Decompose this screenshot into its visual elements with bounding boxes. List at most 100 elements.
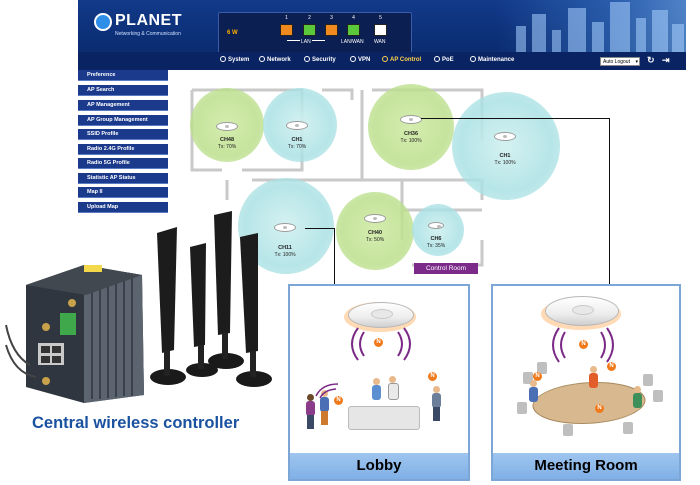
ap-coverage-ch36 [368,84,454,170]
nav-system-label: System [228,57,250,63]
sidebar-item-map[interactable]: Map II [78,187,168,198]
logout-icon[interactable]: ⇥ [662,55,670,65]
port-1-icon[interactable] [280,24,293,36]
gear-icon [220,56,226,62]
nav-vpn-label: VPN [358,57,371,63]
sidebar-item-upload-map[interactable]: Upload Map [78,202,168,213]
nav-network[interactable]: Network [259,56,291,63]
port-5-number: 5 [379,15,382,21]
chair-icon [523,372,533,384]
wifi-waves-icon [552,327,614,363]
logo-word: PLANET [115,12,182,29]
sidebar-item-preference[interactable]: Preference [78,70,168,81]
sidebar-item-radio-24g[interactable]: Radio 2.4G Profile [78,144,168,155]
wifi-icon [382,56,388,62]
chair-icon [653,390,663,402]
ap-device-icon[interactable] [286,121,308,130]
ap-device-icon[interactable] [364,214,386,223]
ap-device-icon[interactable] [216,122,238,131]
n-badge-icon: N [533,372,542,381]
nav-ap-control[interactable]: AP Control [382,56,421,63]
ap-device-icon[interactable] [274,223,296,232]
chair-icon [643,374,653,386]
ap-name-ch11: CH11 [278,245,292,251]
ap-name-ch1-a: CH1 [291,137,303,143]
ap-name-ch6: CH6 [430,236,442,242]
chair-icon [563,424,573,436]
port-2-number: 2 [308,15,311,21]
port-4-number: 4 [352,15,355,21]
nav-security[interactable]: Security [304,56,336,63]
meeting-room-title: Meeting Room [493,453,679,479]
wifi-waves-icon [351,327,411,361]
port-4-icon[interactable] [347,24,360,36]
n-badge-icon: N [595,404,604,413]
nav-poe[interactable]: PoE [434,56,454,63]
header-banner-image [496,0,686,52]
port-5-icon[interactable] [374,24,387,36]
port-2-icon[interactable] [303,24,316,36]
nav-ap-control-label: AP Control [390,57,422,63]
ap-name-ch48: CH48 [219,137,235,143]
power-readout: 6 W [227,30,238,36]
logo-tagline: Networking & Communication [115,31,181,37]
ap-tx-ch36: Tx: 100% [400,138,422,144]
refresh-icon[interactable]: ↻ [647,55,655,65]
ap-name-ch36: CH36 [403,131,419,137]
nav-maintenance[interactable]: Maintenance [470,56,514,63]
n-badge-icon: N [607,362,616,371]
port-status-panel: 6 W 1 2 3 4 5 LAN LAN/WAN WAN [218,12,412,54]
port-3-icon[interactable] [325,24,338,36]
auto-logout-select[interactable]: Auto Logout▾ [600,57,640,66]
connector-line [334,228,335,311]
nav-poe-label: PoE [442,57,454,63]
control-room-label: Control Room [414,263,478,274]
globe-icon [259,56,265,62]
planet-logo: PLANET Networking & Communication [94,12,189,42]
sidebar-item-ap-management[interactable]: AP Management [78,100,168,111]
ap-coverage-ch6 [412,204,464,256]
connector-line [305,228,335,229]
sidebar-item-ap-search[interactable]: AP Search [78,85,168,96]
shield-icon [304,56,310,62]
wireless-controller-device [5,211,272,403]
ap-tx-ch1-a: Tx: 70% [287,144,307,150]
lobby-panel: N N N Lobby [288,284,470,481]
ap-name-ch40: CH40 [367,230,383,236]
auto-logout-value: Auto Logout [603,59,630,65]
wan-label: WAN [374,39,386,45]
key-icon [350,56,356,62]
main-nav: System Network Security VPN AP Control P… [78,52,686,70]
sidebar-item-ap-group-management[interactable]: AP Group Management [78,115,168,126]
ap-tx-ch6: Tx: 35% [426,243,446,249]
ap-tx-ch1-b: Tx: 100% [494,160,516,166]
ap-device-icon[interactable] [494,132,516,141]
wrench-icon [470,56,476,62]
ap-tx-ch48: Tx: 70% [217,144,237,150]
ap-tx-ch40: Tx: 50% [365,237,385,243]
ap-coverage-ch40 [336,192,414,270]
nav-system[interactable]: System [220,56,249,63]
port-1-number: 1 [285,15,288,21]
chair-icon [537,362,547,374]
plug-icon [434,56,440,62]
sidebar-item-statistic-ap-status[interactable]: Statistic AP Status [78,173,168,184]
sidebar-item-radio-5g[interactable]: Radio 5G Profile [78,158,168,169]
caption: Central wireless controller [32,414,240,432]
ap-device-icon[interactable] [400,115,422,124]
nav-network-label: Network [267,57,291,63]
ap-tx-ch11: Tx: 100% [274,252,296,258]
wifi-waves-icon [315,383,339,399]
chair-icon [623,422,633,434]
ceiling-ap-icon [348,302,414,328]
sidebar-item-ssid-profile[interactable]: SSID Profile [78,129,168,140]
nav-vpn[interactable]: VPN [350,56,370,63]
connector-line [609,118,610,292]
nav-security-label: Security [312,57,336,63]
port-3-number: 3 [330,15,333,21]
connector-line [421,118,609,119]
chair-icon [517,402,527,414]
lobby-title: Lobby [290,453,468,479]
n-badge-icon: N [428,372,437,381]
ap-device-icon[interactable] [428,222,444,229]
